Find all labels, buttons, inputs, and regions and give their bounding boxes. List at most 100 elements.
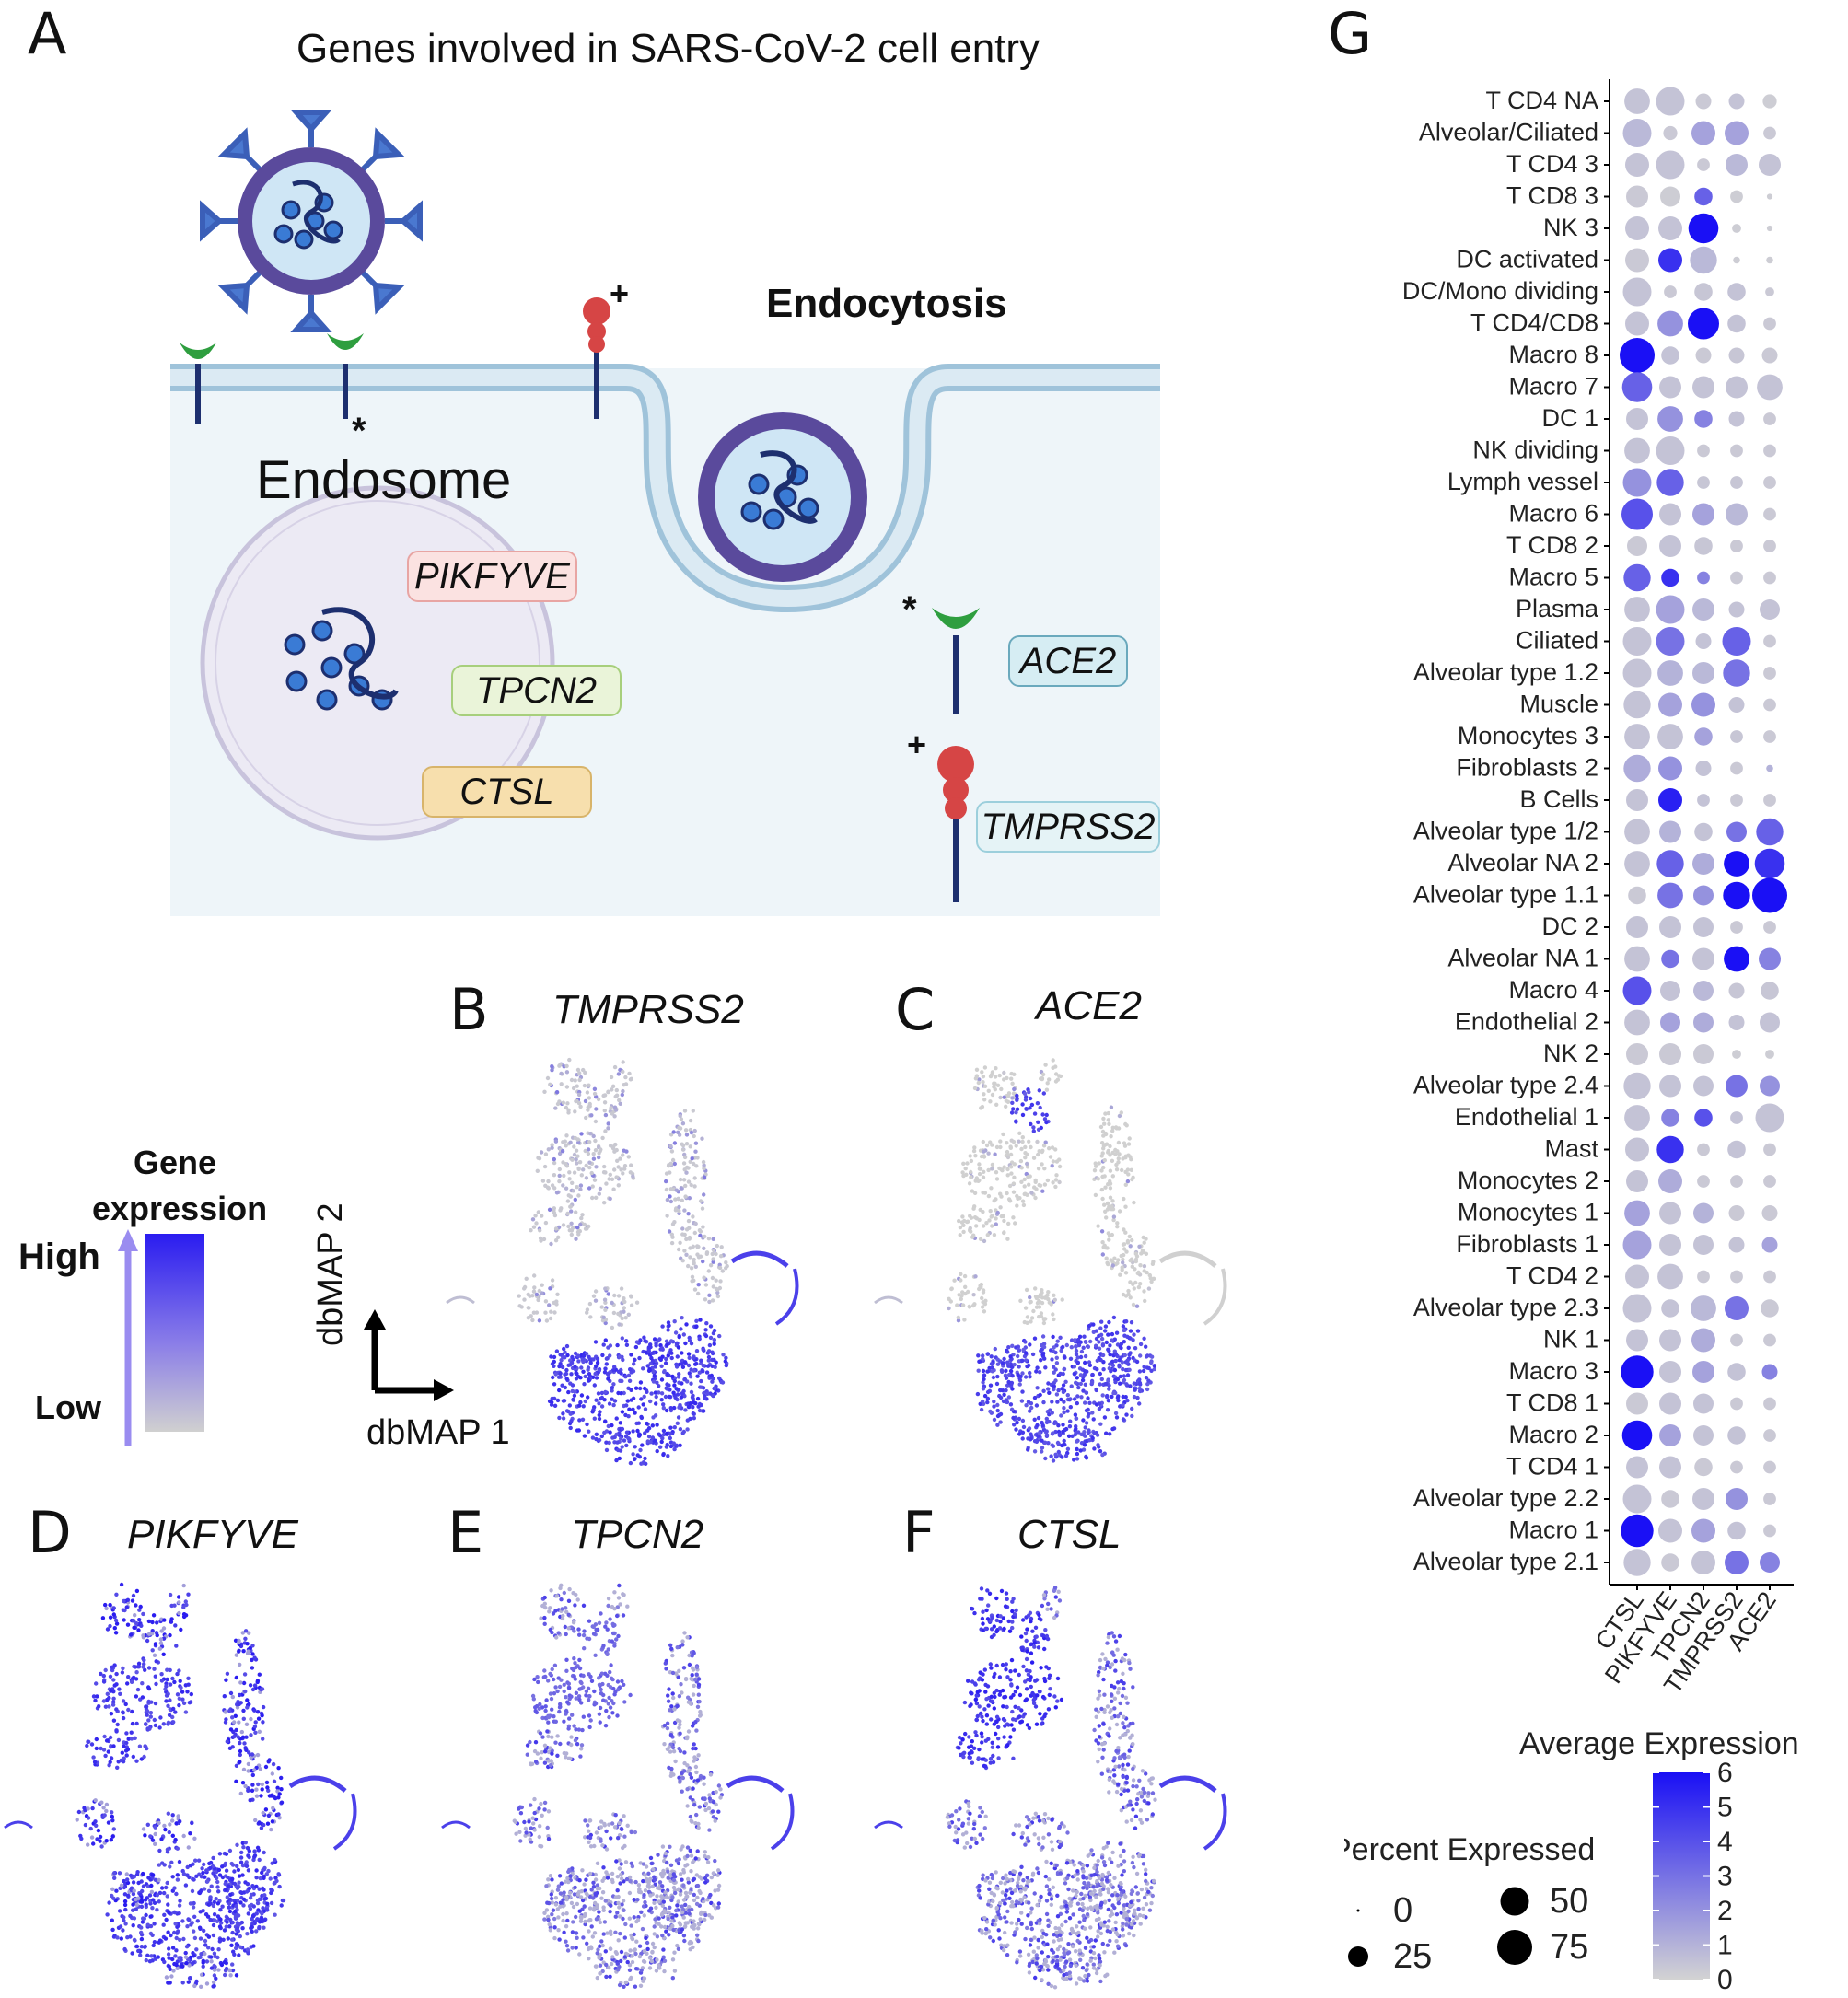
row-label: Macro 8 — [1508, 341, 1598, 368]
dot — [1724, 851, 1749, 877]
dot — [1625, 153, 1649, 177]
axes-arrow-icon — [364, 1309, 454, 1401]
dot — [1693, 1012, 1714, 1033]
row-label: Macro 7 — [1508, 373, 1598, 401]
dot — [1656, 87, 1685, 116]
panel-a-title: Genes involved in SARS-CoV-2 cell entry — [296, 26, 1040, 71]
dot — [1623, 1072, 1651, 1100]
dot — [1730, 1397, 1743, 1411]
row-label: T CD4 2 — [1506, 1262, 1598, 1290]
tag-ace2: ACE2 — [1008, 635, 1128, 687]
dot — [1659, 1329, 1681, 1352]
dot — [1657, 724, 1683, 749]
dot — [1724, 946, 1749, 972]
dot — [1621, 498, 1653, 530]
dot — [1691, 1518, 1715, 1543]
virus-particle-free — [200, 110, 423, 332]
dot — [1693, 885, 1714, 906]
dot — [1760, 1012, 1780, 1033]
dot — [1692, 376, 1714, 399]
panel-label-e: E — [447, 1499, 484, 1566]
dot — [1626, 408, 1648, 430]
dot — [1622, 277, 1652, 307]
dot — [1625, 216, 1649, 240]
row-label: T CD4 1 — [1506, 1453, 1598, 1481]
dot — [1730, 1270, 1743, 1284]
dot — [1624, 724, 1650, 749]
dot — [1691, 1295, 1716, 1321]
legend-gradient-bar — [145, 1234, 204, 1432]
dot — [1763, 1270, 1776, 1284]
dot — [1623, 754, 1651, 783]
endocytosis-label: Endocytosis — [766, 281, 1007, 326]
dot — [1693, 981, 1714, 1001]
row-label: Alveolar NA 1 — [1447, 945, 1598, 972]
dot — [1622, 627, 1652, 656]
dot — [1752, 877, 1787, 913]
dot — [1726, 1488, 1748, 1510]
panel-label-g: G — [1328, 0, 1373, 67]
dot — [1732, 1050, 1741, 1059]
dot — [1661, 1553, 1679, 1572]
dot — [1730, 476, 1743, 489]
size-legend-dot — [1500, 1887, 1529, 1916]
legend-title-expression: expression — [92, 1190, 268, 1227]
color-legend-tick: 4 — [1717, 1827, 1733, 1857]
dot — [1761, 982, 1779, 1000]
dot — [1763, 317, 1776, 331]
dot — [1659, 1075, 1681, 1098]
dot — [1728, 601, 1745, 618]
dot — [1733, 256, 1740, 264]
panel-label-d: D — [28, 1499, 72, 1566]
dot — [1728, 1237, 1745, 1253]
dot — [1659, 376, 1681, 399]
dot — [1727, 1363, 1746, 1381]
row-label: Alveolar NA 2 — [1447, 849, 1598, 877]
row-label: Ciliated — [1516, 627, 1598, 655]
dot — [1692, 1488, 1714, 1510]
dot — [1626, 1456, 1648, 1479]
dot — [1621, 1355, 1654, 1388]
dot — [1760, 1552, 1780, 1573]
dot — [1694, 1109, 1713, 1127]
size-legend-label: 0 — [1393, 1891, 1412, 1930]
row-label: Alveolar type 2.2 — [1413, 1484, 1598, 1512]
dot — [1726, 376, 1748, 399]
dot — [1730, 1111, 1743, 1124]
dot — [1763, 1397, 1776, 1411]
umap-embeddings — [4, 1057, 1227, 1990]
umap-e-gene: TPCN2 — [571, 1512, 704, 1557]
dot — [1725, 121, 1749, 145]
dot — [1766, 225, 1773, 232]
dot — [1664, 285, 1677, 298]
dot — [1763, 1460, 1776, 1474]
dot — [1727, 1426, 1746, 1445]
row-label: NK 1 — [1543, 1326, 1598, 1353]
dot — [1624, 1105, 1650, 1131]
dot — [1763, 730, 1776, 743]
dot — [1692, 853, 1714, 875]
dot — [1624, 597, 1650, 622]
color-legend-tick: 6 — [1717, 1758, 1733, 1788]
dot — [1621, 1420, 1653, 1451]
tag-ctsl: CTSL — [422, 766, 592, 818]
dot — [1693, 1425, 1714, 1446]
dot — [1625, 311, 1649, 336]
dot — [1688, 213, 1719, 244]
row-label: Alveolar type 2.4 — [1413, 1072, 1598, 1099]
row-label: DC/Mono dividing — [1402, 277, 1598, 305]
dot — [1691, 692, 1715, 717]
dot — [1691, 1328, 1715, 1353]
row-label: NK 2 — [1543, 1040, 1598, 1067]
dot — [1656, 595, 1685, 624]
dot — [1730, 1175, 1743, 1188]
size-legend-label: 75 — [1550, 1928, 1588, 1967]
dot — [1697, 1270, 1710, 1284]
row-label: DC 2 — [1541, 912, 1598, 940]
dot — [1763, 1524, 1776, 1538]
dot — [1659, 1202, 1681, 1225]
dot — [1732, 224, 1741, 233]
dot — [1656, 627, 1685, 656]
dot — [1661, 346, 1679, 365]
panel-label-f: F — [902, 1499, 936, 1566]
